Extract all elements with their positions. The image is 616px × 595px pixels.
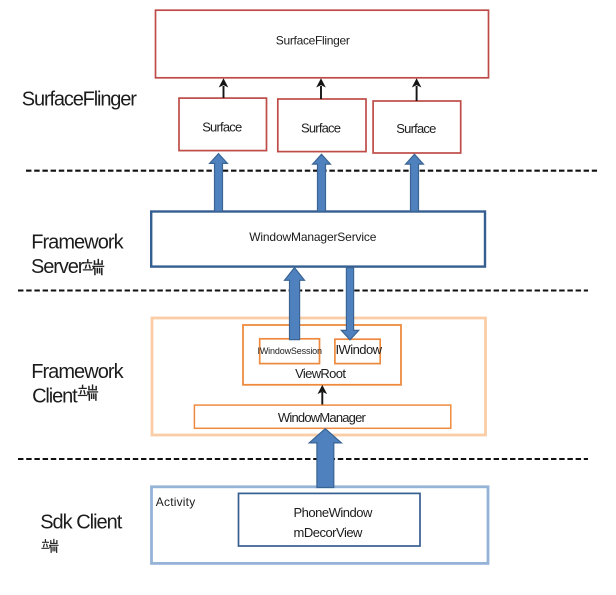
svg-text:Surface: Surface [301, 120, 341, 135]
svg-text:mDecorView: mDecorView [294, 525, 364, 540]
svg-text:Surface: Surface [396, 121, 436, 136]
svg-text:SurfaceFlinger: SurfaceFlinger [22, 89, 137, 111]
svg-text:PhoneWindow: PhoneWindow [294, 505, 373, 520]
svg-text:Client: Client [32, 386, 78, 408]
svg-text:Activity: Activity [156, 495, 196, 509]
svg-text:Surface: Surface [202, 119, 242, 134]
svg-text:Framework: Framework [31, 232, 124, 254]
svg-text:ViewRoot: ViewRoot [295, 366, 346, 381]
svg-text:WindowManagerService: WindowManagerService [249, 230, 377, 244]
svg-text:Server: Server [31, 256, 85, 278]
svg-text:Framework: Framework [31, 361, 124, 383]
svg-text:IWindow: IWindow [336, 342, 383, 357]
svg-text:Sdk Client: Sdk Client [40, 512, 123, 534]
svg-text:WindowManager: WindowManager [278, 410, 367, 425]
svg-text:IWindowSession: IWindowSession [257, 346, 322, 356]
svg-text:SurfaceFlinger: SurfaceFlinger [276, 34, 350, 48]
